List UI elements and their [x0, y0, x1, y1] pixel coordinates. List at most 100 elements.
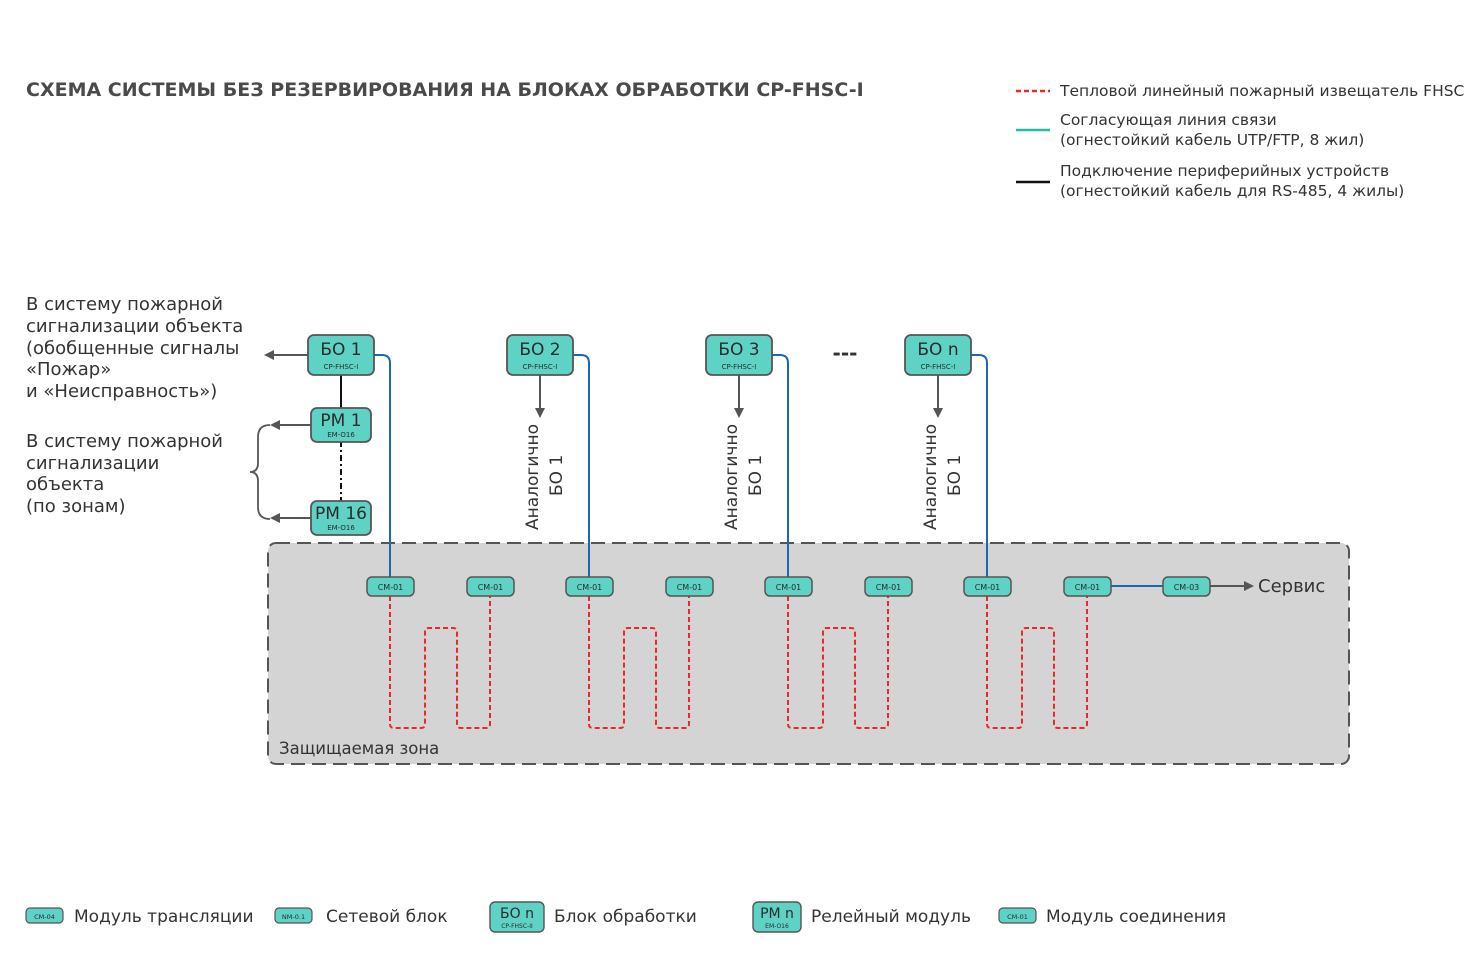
left-general-line: В систему пожарной — [26, 294, 223, 315]
relay-module-model: EM-O16 — [327, 431, 355, 439]
relay-module-model: EM-O16 — [327, 524, 355, 532]
bottom-legend: CM-04 Модуль трансляции NM-0.1 Сетевой б… — [25, 901, 1226, 933]
analog-note: Аналогично БО 1 — [523, 424, 567, 530]
bottom-legend-text: Релейный модуль — [811, 907, 971, 927]
bottom-legend-icon-label: РМ n — [760, 906, 794, 922]
analog-note-line-2: БО 1 — [746, 455, 766, 496]
bottom-legend-icon-label: CM-04 — [34, 913, 55, 921]
connection-module[interactable]: CM-01 — [764, 576, 813, 597]
left-text-zones: В систему пожарной сигнализации объекта … — [26, 431, 223, 517]
processing-unit-label: БО 3 — [718, 340, 759, 360]
ellipsis-dots: --- — [833, 341, 858, 365]
connection-module[interactable]: CM-01 — [1063, 576, 1112, 597]
relay-module-icon — [752, 901, 802, 933]
processing-unit[interactable]: БО n CP-FHSC-I — [904, 334, 972, 376]
analog-note: Аналогично БО 1 — [722, 424, 766, 530]
processing-unit-model: CP-FHSC-I — [324, 363, 359, 371]
connection-module-label: CM-01 — [677, 583, 703, 592]
left-zones-line: сигнализации — [26, 453, 159, 474]
diagram-title: СХЕМА СИСТЕМЫ БЕЗ РЕЗЕРВИРОВАНИЯ НА БЛОК… — [26, 79, 864, 101]
bottom-legend-icon-label: NM-0.1 — [282, 913, 305, 921]
analog-note-line-1: Аналогично — [722, 424, 742, 530]
left-general-line: «Пожар» — [26, 359, 111, 380]
relay-module-label: РМ 16 — [315, 504, 367, 524]
bottom-legend-text: Блок обработки — [554, 907, 697, 927]
zones-brace — [249, 424, 271, 520]
legend-comm-label-1: Согласующая линия связи — [1060, 111, 1277, 129]
legend-rs485-label-1: Подключение периферийных устройств — [1060, 162, 1389, 180]
bottom-legend-icon-sublabel: CP-FHSC-II — [501, 923, 533, 930]
bon-comm-line — [970, 354, 988, 577]
processing-unit-icon — [489, 901, 545, 933]
connection-module-label: CM-01 — [1075, 583, 1101, 592]
analog-note-line-2: БО 1 — [945, 455, 965, 496]
legend: Тепловой линейный пожарный извещатель FH… — [1016, 82, 1464, 200]
connection-module[interactable]: CM-01 — [963, 576, 1012, 597]
processing-unit-model: CP-FHSC-I — [921, 363, 956, 371]
left-general-line: и «Неисправность») — [26, 381, 217, 402]
wiring — [264, 350, 1254, 591]
left-zones-line: (по зонам) — [26, 496, 126, 517]
connection-module-label: CM-01 — [577, 583, 603, 592]
connection-module[interactable]: CM-01 — [366, 576, 415, 597]
processing-unit-label: БО n — [917, 340, 958, 360]
connection-module[interactable]: CM-01 — [466, 576, 515, 597]
detector-loops — [389, 596, 1088, 729]
detector-loop — [588, 596, 690, 729]
connection-module-icon — [998, 907, 1037, 924]
processing-unit-label: БО 1 — [320, 340, 361, 360]
bottom-legend-text: Модуль соединения — [1046, 907, 1226, 927]
legend-rs485-label-2: (огнестойкий кабель для RS-485, 4 жилы) — [1060, 182, 1404, 200]
network-unit-icon — [274, 907, 313, 924]
connection-module-label: CM-01 — [975, 583, 1001, 592]
bottom-legend-icon-label: CM-01 — [1007, 913, 1028, 921]
connection-module[interactable]: CM-01 — [565, 576, 614, 597]
relay-module[interactable]: РМ 1 EM-O16 — [310, 407, 372, 443]
left-zones-line: В систему пожарной — [26, 431, 223, 452]
bottom-legend-icon-sublabel: EM-O16 — [765, 923, 789, 930]
protected-zone — [267, 542, 1350, 765]
analog-note-line-1: Аналогично — [523, 424, 543, 530]
bottom-legend-text: Модуль трансляции — [74, 907, 254, 927]
service-label: Сервис — [1258, 576, 1325, 597]
bo1-comm-line — [373, 354, 391, 577]
relay-module[interactable]: РМ 16 EM-O16 — [310, 500, 372, 536]
translation-module[interactable]: CM-03 — [1162, 576, 1211, 597]
detector-loop — [787, 596, 889, 729]
connection-module-label: CM-01 — [478, 583, 504, 592]
processing-unit[interactable]: БО 3 CP-FHSC-I — [705, 334, 773, 376]
analog-note-line-1: Аналогично — [921, 424, 941, 530]
processing-unit-model: CP-FHSC-I — [523, 363, 558, 371]
detector-loop — [389, 596, 491, 729]
processing-unit-label: БО 2 — [519, 340, 560, 360]
processing-unit[interactable]: БО 1 CP-FHSC-I — [307, 334, 375, 376]
bo3-comm-line — [771, 354, 789, 577]
protected-zone-label: Защищаемая зона — [279, 739, 439, 758]
bottom-legend-text: Сетевой блок — [326, 907, 448, 927]
bottom-legend-item: БО n CP-FHSC-II Блок обработки — [489, 901, 697, 933]
connection-module[interactable]: CM-01 — [864, 576, 913, 597]
bottom-legend-icon-label: БО n — [500, 906, 534, 922]
connection-module-label: CM-01 — [776, 583, 802, 592]
processing-unit[interactable]: БО 2 CP-FHSC-I — [506, 334, 574, 376]
left-general-line: сигнализации объекта — [26, 316, 243, 337]
processing-unit-model: CP-FHSC-I — [722, 363, 757, 371]
connection-module-label: CM-01 — [876, 583, 902, 592]
connection-module-label: CM-01 — [378, 583, 404, 592]
bo2-comm-line — [572, 354, 590, 577]
left-general-line: (обобщенные сигналы — [26, 338, 239, 359]
legend-detector-label: Тепловой линейный пожарный извещатель FH… — [1059, 82, 1464, 100]
connection-module[interactable]: CM-01 — [665, 576, 714, 597]
translation-module-label: CM-03 — [1174, 583, 1200, 592]
bottom-legend-item: РМ n EM-O16 Релейный модуль — [752, 901, 971, 933]
left-zones-line: объекта — [26, 474, 104, 495]
analog-note: Аналогично БО 1 — [921, 424, 965, 530]
bottom-legend-item: NM-0.1 Сетевой блок — [274, 907, 448, 927]
analog-note-line-2: БО 1 — [547, 455, 567, 496]
relay-module-label: РМ 1 — [320, 411, 361, 431]
detector-loop — [986, 596, 1088, 729]
legend-comm-label-2: (огнестойкий кабель UTP/FTP, 8 жил) — [1060, 131, 1364, 149]
left-text-general: В систему пожарной сигнализации объекта … — [26, 294, 243, 402]
